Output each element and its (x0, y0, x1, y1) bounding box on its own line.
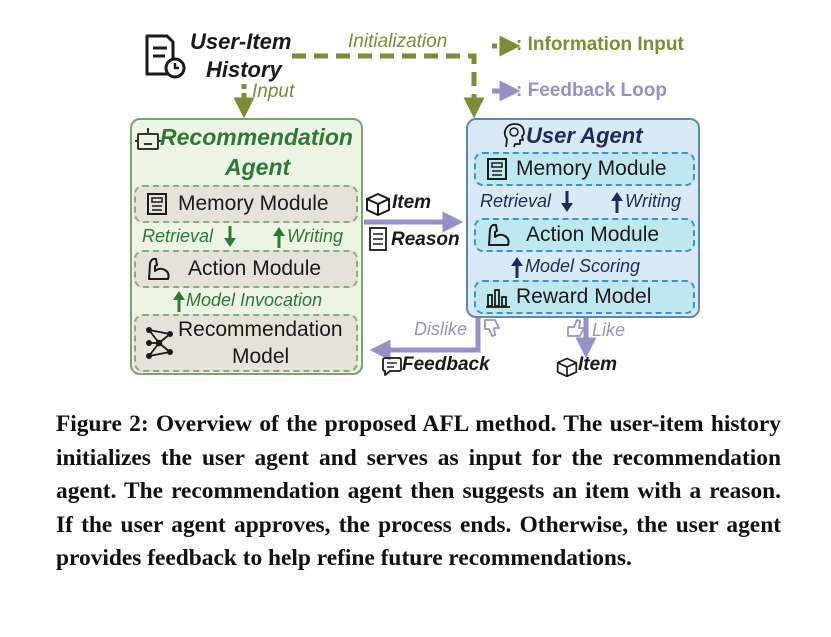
rec-memory-module-label: Memory Module (178, 192, 329, 215)
user-action-module: Action Module (474, 218, 695, 252)
input-label: Input (252, 81, 295, 102)
neural-network-icon (146, 327, 173, 359)
legend-feedback-loop: : Feedback Loop (516, 80, 667, 101)
flexed-arm-icon (488, 223, 510, 246)
recommendation-model-module: Recommendation Model (134, 314, 358, 372)
feedback-arrow (369, 318, 481, 361)
model-invocation-label: Model Invocation (186, 290, 323, 310)
rec-writing-up-arrow (273, 227, 285, 248)
user-head-icon (503, 123, 525, 148)
like-label: Like (592, 320, 626, 340)
user-memory-module: Memory Module (474, 152, 695, 186)
memory-chip-icon (487, 158, 507, 180)
user-retrieval-down-arrow (561, 191, 573, 212)
thumbs-up-icon (567, 319, 585, 337)
flexed-arm-icon (148, 257, 170, 280)
figure-caption: Figure 2: Overview of the proposed AFL m… (56, 411, 781, 572)
rec-model-label-line1: Recommendation (178, 318, 343, 341)
user-agent-panel: User Agent Memory Module Retrieval Writi… (466, 118, 700, 318)
user-writing-up-arrow (611, 192, 623, 213)
rec-retrieval-down-arrow (224, 226, 236, 247)
rec-action-module: Action Module (134, 250, 358, 288)
memory-chip-icon (147, 193, 167, 215)
user-retrieval-label: Retrieval (480, 191, 552, 211)
item-out-box-icon (556, 357, 578, 378)
reason-label: Reason (391, 229, 460, 250)
model-scoring-up-arrow (511, 257, 523, 278)
rec-agent-title-line1: Recommendation (160, 124, 353, 150)
item-label: Item (392, 192, 432, 213)
history-label-line1: User-Item (190, 29, 292, 54)
user-agent-title: User Agent (526, 123, 643, 148)
connector-layer (233, 0, 597, 361)
dislike-label: Dislike (414, 319, 468, 339)
feedback-label: Feedback (402, 354, 490, 375)
reward-model-module: Reward Model (474, 280, 695, 314)
rec-action-module-label: Action Module (188, 257, 322, 280)
history-label-line2: History (206, 57, 282, 82)
feedback-speech-icon (382, 357, 402, 376)
bar-chart-icon (486, 289, 510, 308)
rec-memory-module: Memory Module (134, 185, 358, 223)
reason-document-icon (369, 227, 387, 251)
model-invocation-up-arrow (173, 291, 185, 312)
item-box-icon (366, 193, 390, 216)
thumbs-down-icon (484, 319, 500, 337)
initialization-arrow (292, 53, 485, 119)
item-out-label: Item (578, 354, 618, 375)
robot-icon (135, 128, 161, 150)
legend-information-input: : Information Input (516, 34, 684, 55)
rec-retrieval-label: Retrieval (142, 226, 214, 246)
rec-writing-label: Writing (287, 226, 344, 246)
history-document-icon (145, 34, 186, 79)
rec-agent-title-line2: Agent (225, 154, 291, 180)
rec-model-label-line2: Model (232, 345, 290, 368)
recommendation-agent-panel: Recommendation Agent Memory Module Retri… (130, 118, 363, 375)
user-action-module-label: Action Module (526, 223, 660, 246)
initialization-label: Initialization (348, 31, 448, 52)
user-writing-label: Writing (625, 191, 682, 211)
user-memory-module-label: Memory Module (516, 157, 667, 180)
reward-model-label: Reward Model (516, 285, 652, 308)
model-scoring-label: Model Scoring (525, 256, 641, 276)
